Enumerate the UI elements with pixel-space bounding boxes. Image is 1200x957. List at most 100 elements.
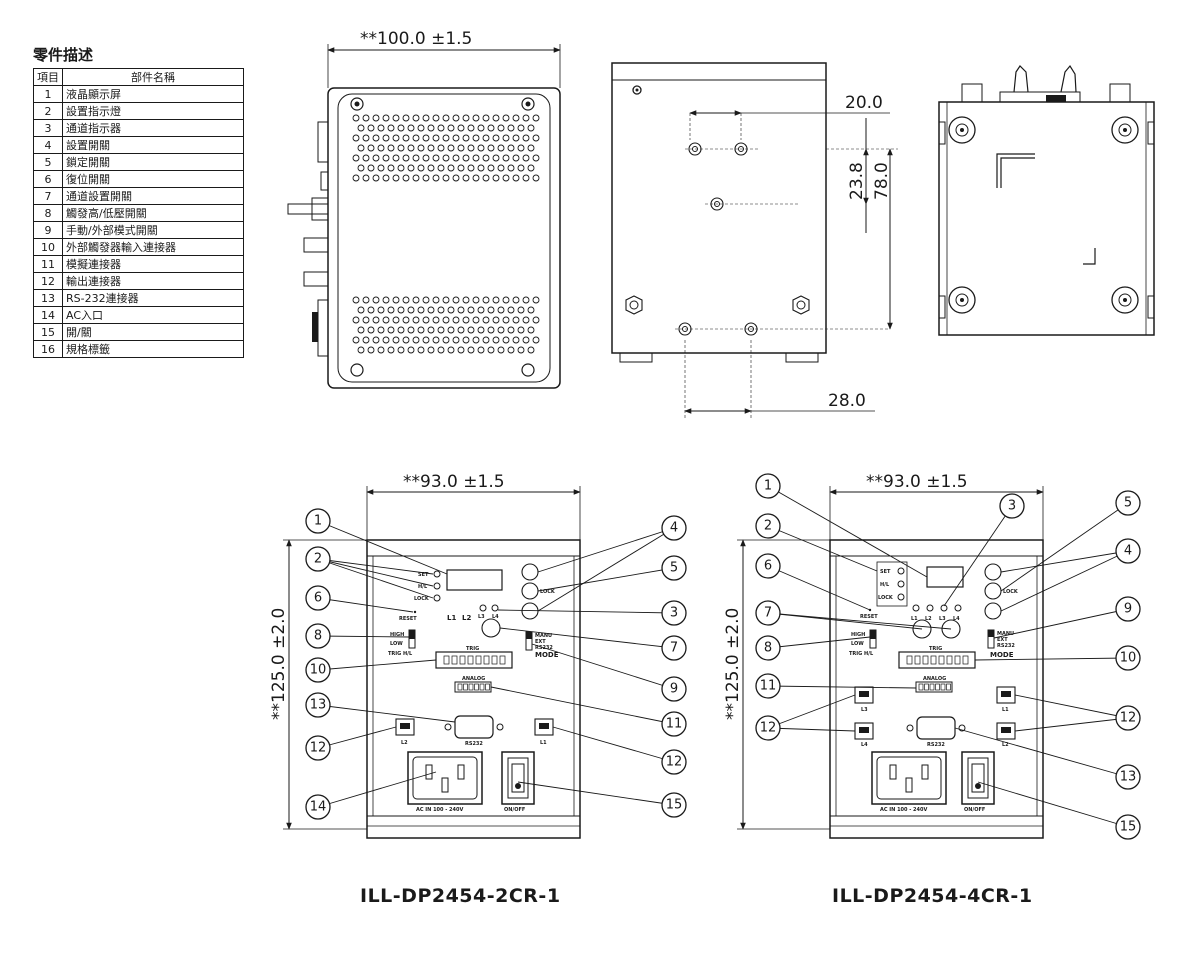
callout-circle	[661, 749, 687, 775]
callout-leader	[497, 609, 675, 614]
trig-connector-4cr[interactable]	[898, 651, 976, 669]
callout-leader	[767, 485, 928, 578]
vent-hole	[437, 144, 445, 152]
vent-hole	[427, 326, 435, 334]
set-up-button[interactable]	[521, 563, 539, 581]
callout-number: 6	[314, 591, 322, 606]
vent-hole	[397, 124, 405, 132]
channel-set-left-button[interactable]	[912, 619, 932, 639]
callout-leader	[1000, 550, 1129, 612]
vent-hole	[517, 164, 525, 172]
label-set: SET	[418, 572, 429, 578]
label-trig: TRIG	[466, 646, 479, 652]
power-switch[interactable]	[501, 751, 535, 805]
vent-hole	[402, 134, 410, 142]
vent-hole	[377, 346, 385, 354]
callout-number: 10	[310, 663, 327, 678]
rs232-connector[interactable]	[454, 715, 494, 739]
vent-hole	[442, 154, 450, 162]
vent-hole	[477, 346, 485, 354]
vent-hole	[532, 174, 540, 182]
vent-hole	[457, 124, 465, 132]
vent-hole	[497, 326, 505, 334]
callout-circle	[661, 635, 687, 661]
vent-hole	[527, 144, 535, 152]
vent-hole	[532, 336, 540, 344]
label-manu: MANU	[535, 633, 552, 639]
vent-hole	[432, 114, 440, 122]
set-down-button-4cr[interactable]	[984, 602, 1002, 620]
vent-hole	[467, 164, 475, 172]
channel-set-button[interactable]	[481, 618, 501, 638]
vent-hole	[432, 154, 440, 162]
lock-button-4cr[interactable]	[984, 582, 1002, 600]
vent-hole	[392, 134, 400, 142]
vent-hole	[467, 124, 475, 132]
vent-hole	[407, 164, 415, 172]
vent-hole	[422, 134, 430, 142]
callout-leader	[317, 659, 437, 671]
vent-hole	[447, 144, 455, 152]
callout-leader	[317, 635, 410, 638]
analog-connector-4cr[interactable]	[915, 681, 953, 693]
vent-hole	[357, 144, 365, 152]
power-switch-4cr[interactable]	[961, 751, 995, 805]
vent-hole	[492, 154, 500, 162]
vent-hole	[362, 336, 370, 344]
part-number: 16	[33, 340, 63, 358]
vent-hole	[442, 296, 450, 304]
vent-hole	[372, 134, 380, 142]
lcd-display-4cr	[926, 566, 964, 588]
set-up-button-4cr[interactable]	[984, 563, 1002, 581]
vent-hole	[462, 114, 470, 122]
vent-hole	[497, 124, 505, 132]
callout-number: 3	[670, 606, 678, 621]
label-hl: H/L	[418, 584, 428, 590]
vent-hole	[452, 174, 460, 182]
rs232-connector-4cr[interactable]	[916, 716, 956, 740]
callout-leader	[1000, 550, 1129, 573]
vent-hole	[507, 164, 515, 172]
label-onoff-4cr: ON/OFF	[964, 807, 985, 813]
lock-button[interactable]	[521, 582, 539, 600]
vent-hole	[352, 154, 360, 162]
vent-hole	[512, 114, 520, 122]
callout-circle	[305, 692, 331, 718]
callout-leader	[317, 771, 437, 808]
trig-connector[interactable]	[435, 651, 513, 669]
connector-pin	[914, 655, 921, 665]
callout-leader	[317, 520, 448, 575]
label-ch1: L1	[447, 614, 456, 622]
vent-hole	[367, 164, 375, 172]
callout-circle	[305, 546, 331, 572]
callout-leader	[767, 612, 952, 630]
vent-hole	[472, 134, 480, 142]
vent-hole	[472, 154, 480, 162]
vent-hole	[512, 134, 520, 142]
vent-hole	[362, 114, 370, 122]
vent-hole	[352, 296, 360, 304]
vent-hole	[492, 296, 500, 304]
callout-leader	[954, 727, 1129, 778]
vent-hole	[497, 306, 505, 314]
label-lock-btn: LOCK	[540, 589, 556, 595]
channel-set-right-button[interactable]	[941, 619, 961, 639]
vent-hole	[442, 134, 450, 142]
vent-hole	[417, 164, 425, 172]
ac-inlet[interactable]	[407, 751, 483, 805]
vent-hole	[397, 346, 405, 354]
connector-pin	[443, 655, 450, 665]
vent-hole	[412, 114, 420, 122]
label-rs232: RS232	[465, 741, 483, 747]
callout-number: 15	[666, 798, 683, 813]
vent-hole	[447, 326, 455, 334]
vent-hole	[432, 134, 440, 142]
ac-inlet-4cr[interactable]	[871, 751, 947, 805]
label-out-l4: L4	[861, 742, 868, 748]
vent-hole	[457, 164, 465, 172]
vent-hole	[532, 316, 540, 324]
vent-hole	[412, 316, 420, 324]
